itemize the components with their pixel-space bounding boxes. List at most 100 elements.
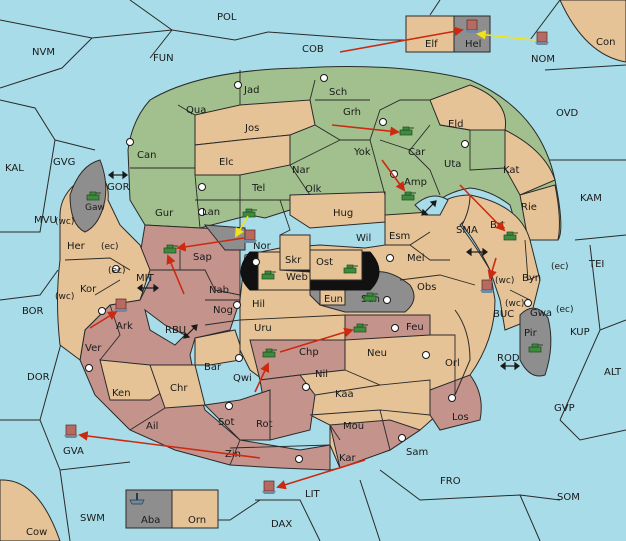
territory-label-ail: Ail xyxy=(146,421,158,432)
supply-center xyxy=(126,138,134,146)
region-east-arm xyxy=(461,194,541,331)
sea-label-lit: LIT xyxy=(305,489,321,500)
support-arrow xyxy=(235,215,249,238)
territory-label-hel: Hel xyxy=(465,39,481,50)
army-icon[interactable] xyxy=(503,231,518,241)
army-icon[interactable] xyxy=(363,292,378,302)
supply-center xyxy=(225,402,233,410)
order-arrow xyxy=(254,362,270,393)
supply-center xyxy=(252,258,260,266)
land-sot[interactable] xyxy=(203,389,271,441)
supply-center xyxy=(320,74,328,82)
territory-label-gur: Gur xyxy=(155,208,174,219)
territory-label-aba: Aba xyxy=(141,515,160,526)
sea-label-gva: GVA xyxy=(63,446,84,457)
territory-label-orl: Orl xyxy=(445,358,460,369)
fleet-icon[interactable] xyxy=(535,31,549,45)
territory-label-kat: Kat xyxy=(503,165,520,176)
island-bottom xyxy=(125,489,219,529)
order-arrow xyxy=(339,26,464,53)
fleet-icon[interactable] xyxy=(262,480,276,494)
army-icon[interactable] xyxy=(262,348,277,358)
army-icon[interactable] xyxy=(343,264,358,274)
fleet-icon[interactable] xyxy=(480,279,494,293)
supply-center xyxy=(302,383,310,391)
sea-labels: POL NVM FUN COB NOM Con OVD KAL GVG GOR … xyxy=(5,12,622,538)
supply-center xyxy=(198,183,206,191)
land-orn[interactable] xyxy=(171,489,219,529)
sea-label-gvg: GVG xyxy=(53,157,75,168)
sea-label-alt: ALT xyxy=(604,367,622,378)
territory-label-sch: Sch xyxy=(329,87,347,98)
army-icon[interactable] xyxy=(163,244,178,254)
army-icon[interactable] xyxy=(353,323,368,333)
order-arrow xyxy=(381,159,406,192)
army-icon[interactable] xyxy=(399,126,414,136)
support-arrows xyxy=(235,30,536,238)
territory-label-car: Car xyxy=(408,147,426,158)
sea-label-swm: SWM xyxy=(80,513,105,524)
sea-label-dax: DAX xyxy=(271,519,292,530)
territory-label-mel: Mel xyxy=(407,253,425,264)
land-rie[interactable] xyxy=(519,184,560,241)
territory-label-ver: Ver xyxy=(85,343,102,354)
coast-label: (wc) xyxy=(55,217,74,227)
army-icon[interactable] xyxy=(528,343,543,353)
sea-label-fun: FUN xyxy=(153,53,174,64)
sea-label-som: SOM xyxy=(557,492,580,503)
territory-label-uta: Uta xyxy=(444,159,461,170)
double-arrow-icon xyxy=(108,170,128,180)
sea-label-ovd: OVD xyxy=(556,108,579,119)
supply-center xyxy=(233,301,241,309)
army-icon[interactable] xyxy=(86,191,101,201)
fleet-icon[interactable] xyxy=(243,229,257,243)
territory-label-olk: Olk xyxy=(305,184,322,195)
territory-label-kaa: Kaa xyxy=(335,389,354,400)
order-arrow xyxy=(459,184,506,232)
territory-label-jos: Jos xyxy=(244,123,259,134)
territory-label-web: Web xyxy=(286,272,308,283)
supply-center xyxy=(112,265,120,273)
order-arrow xyxy=(331,124,400,136)
territory-label-tel: Tel xyxy=(251,183,265,194)
supply-center xyxy=(391,324,399,332)
coast-label: (ec) xyxy=(556,305,574,315)
land-ken[interactable] xyxy=(99,359,166,401)
land-los[interactable] xyxy=(429,374,482,431)
coast-label: (wc) xyxy=(55,292,74,302)
fleet-icon[interactable] xyxy=(129,493,145,505)
sea-label-cow: Cow xyxy=(26,527,47,538)
army-icon[interactable] xyxy=(401,191,416,201)
army-icon[interactable] xyxy=(261,270,276,280)
order-arrow xyxy=(89,310,118,329)
coast-label: (ec) xyxy=(551,262,569,272)
territory-label-ken: Ken xyxy=(112,388,131,399)
territory-label-chr: Chr xyxy=(170,383,188,394)
coast-label: (wc) xyxy=(505,299,524,309)
sea-label-rbu: RBU xyxy=(165,325,186,336)
supply-center xyxy=(234,81,242,89)
fleet-icon[interactable] xyxy=(114,298,128,312)
land-elf[interactable] xyxy=(405,15,455,53)
territory-label-nar: Nar xyxy=(292,165,311,176)
territory-label-ark: Ark xyxy=(116,321,133,332)
territory-label-bar: Bar xyxy=(204,362,222,373)
supply-center xyxy=(461,140,469,148)
territory-label-gaw: Gaw xyxy=(85,203,105,213)
sea-label-kam: KAM xyxy=(580,193,602,204)
land-hug[interactable] xyxy=(289,191,386,229)
sea-label-tei: TEI xyxy=(588,259,604,270)
sea-label-cob: COB xyxy=(302,44,324,55)
double-arrow-icon xyxy=(137,283,159,293)
order-arrow xyxy=(78,431,261,459)
land-aba[interactable] xyxy=(125,489,173,529)
territory-label-ost: Ost xyxy=(316,257,333,268)
land-kat-tan[interactable] xyxy=(504,129,556,196)
supply-center xyxy=(85,364,93,372)
land-pir-gray[interactable] xyxy=(519,307,552,377)
supply-center xyxy=(448,394,456,402)
fleet-icon[interactable] xyxy=(64,424,78,438)
army-icon[interactable] xyxy=(242,208,257,218)
fleet-icon[interactable] xyxy=(465,19,479,33)
